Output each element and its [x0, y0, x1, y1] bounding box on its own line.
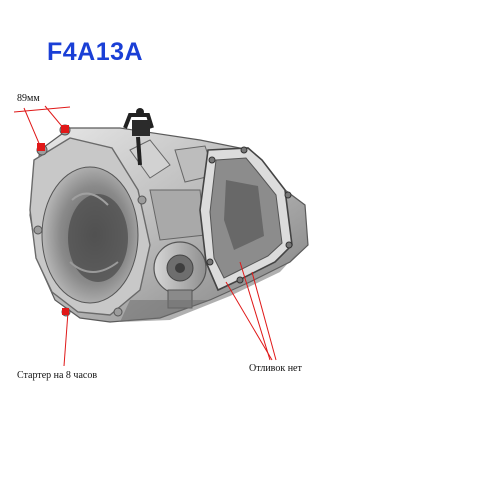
marker-starter-mount [62, 308, 69, 315]
marker-boss-right [61, 125, 69, 133]
marker-boss-left [37, 143, 45, 151]
no-castings-leader-2 [225, 281, 273, 361]
dimension-line [13, 106, 71, 113]
starter-position-label: Стартер на 8 часов [17, 370, 98, 381]
callout-markers [37, 125, 69, 315]
no-castings-label: Отливок нет [249, 363, 302, 374]
dimension-label: 89мм [17, 93, 40, 104]
starter-leader [63, 311, 69, 367]
transmission-case [29, 108, 309, 323]
model-title: F4A13A [47, 38, 144, 66]
no-castings-leader-1 [239, 261, 271, 361]
dimension-leader-left [23, 107, 42, 149]
no-castings-leader-3 [251, 271, 277, 361]
callout-lines [13, 105, 277, 367]
